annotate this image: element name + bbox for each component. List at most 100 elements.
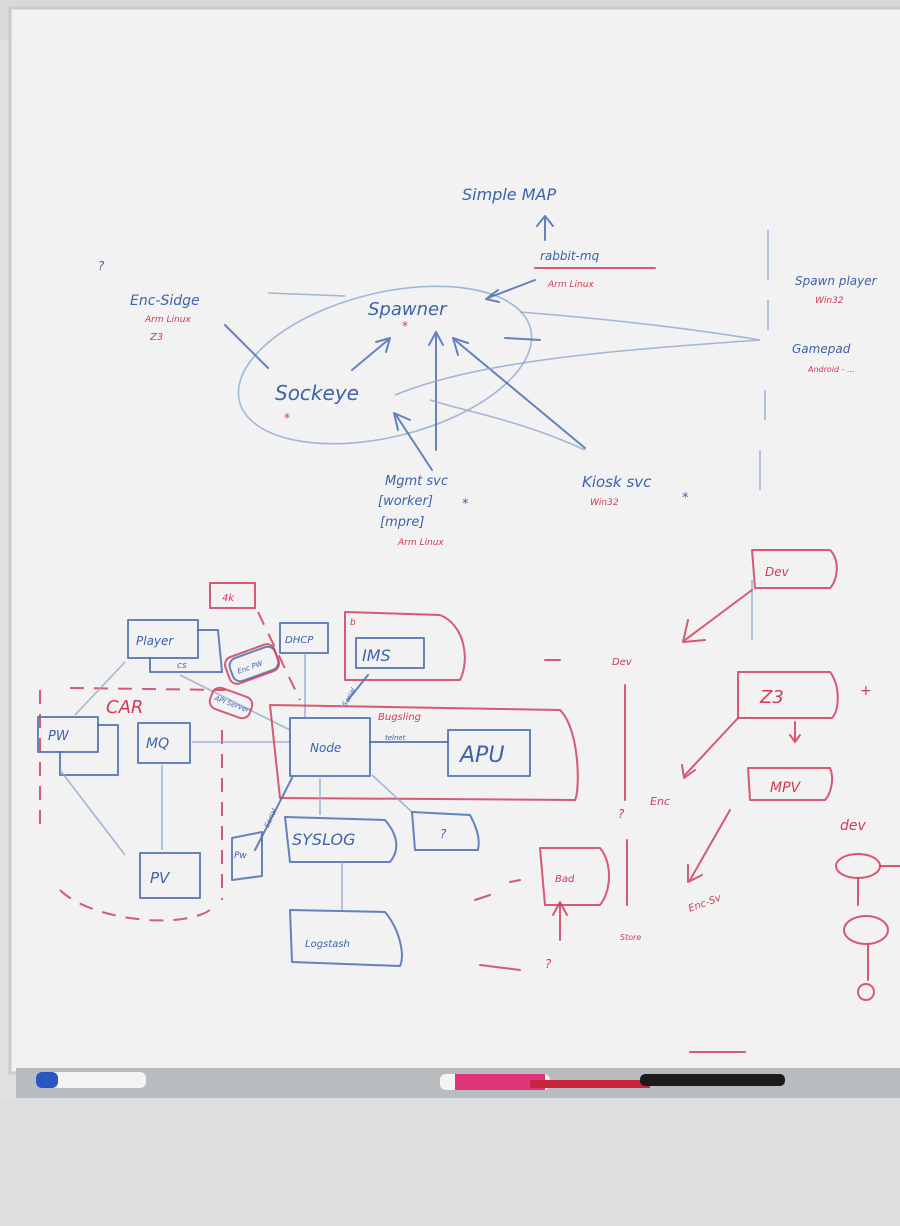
dhcp-box — [279, 622, 329, 654]
marker-stroke — [208, 686, 254, 720]
logstash-label: Logstash — [305, 939, 350, 950]
bad-box — [539, 847, 610, 906]
sockeye-group-outline — [237, 285, 533, 445]
blue-marker[interactable] — [36, 1072, 146, 1088]
ims-tag-label: b — [350, 618, 356, 628]
marker-stroke — [394, 339, 761, 396]
red-marker[interactable] — [440, 1074, 650, 1090]
marker-stroke — [36, 1072, 146, 1088]
arrow-icon — [452, 337, 586, 449]
plus-sign: + — [860, 683, 872, 699]
mgmt-os-label: Arm Linux — [397, 538, 444, 548]
mpre-label: [mpre] — [380, 515, 424, 530]
marker-stroke — [640, 1074, 785, 1086]
star-icon: * — [284, 411, 290, 425]
car-label: CAR — [106, 697, 143, 718]
spawner-label: Spawner — [368, 299, 448, 320]
star-icon: * — [402, 319, 408, 333]
marker-stroke — [209, 582, 256, 609]
right-diagram: Dev Dev ? Store Z3 + Enc MPV Enc-Sv dev … — [474, 549, 900, 1053]
marker-stroke — [530, 1080, 650, 1088]
black-marker[interactable] — [640, 1074, 785, 1086]
enc-z3-label: Z3 — [149, 332, 163, 343]
arrow-icon — [682, 589, 753, 643]
spawn-player-label: Spawn player — [795, 274, 878, 288]
worker-label: [worker] — [378, 494, 433, 509]
top-diagram: Simple MAP rabbit-mq Arm Linux Spawner *… — [98, 185, 878, 640]
dhcp-label: DHCP — [285, 635, 314, 646]
node-label: Node — [310, 741, 341, 755]
simple-map-label: Simple MAP — [462, 185, 556, 204]
star-icon: * — [462, 497, 469, 512]
marker-stroke — [0, 1098, 900, 1226]
arrow-icon — [393, 412, 433, 471]
tag-4k-label: 4k — [222, 593, 235, 604]
marker-stroke — [267, 292, 346, 297]
apu-label: APU — [458, 743, 504, 768]
spawn-os-label: Win32 — [815, 296, 844, 306]
marker-stroke — [455, 1074, 545, 1090]
dev-arrow-label: Dev — [612, 657, 633, 668]
marker-stroke — [857, 983, 875, 1001]
pw-small-box — [231, 831, 263, 881]
enc-label: Enc — [650, 795, 670, 808]
ims-box — [355, 637, 425, 669]
marker-stroke — [36, 1072, 58, 1088]
question-mark: ? — [98, 259, 105, 273]
marker-stroke — [224, 643, 280, 685]
arrow-icon — [428, 331, 444, 451]
marker-stroke — [504, 337, 541, 341]
arrow-icon — [351, 337, 391, 371]
marker-stroke — [149, 629, 223, 673]
logstash-box — [289, 909, 403, 967]
vertical-line — [624, 684, 628, 906]
marker-stroke — [474, 659, 561, 971]
pv-label: PV — [150, 869, 171, 887]
enc-sidge-label: Enc-Sidge — [130, 293, 200, 309]
player-box — [127, 619, 199, 659]
board-surface — [8, 6, 900, 1075]
node-box — [289, 717, 371, 777]
enc-os-label: Arm Linux — [144, 315, 191, 325]
arrow-icon — [681, 717, 739, 779]
marker-stroke — [39, 687, 226, 922]
question-mark: ? — [545, 957, 552, 971]
question-mark: ? — [618, 807, 625, 821]
mpv-label: MPV — [770, 780, 802, 796]
player-label: Player — [136, 634, 174, 648]
kiosk-svc-label: Kiosk svc — [582, 473, 652, 491]
z3-label: Z3 — [759, 687, 784, 708]
marker-stroke — [224, 324, 269, 369]
pw-small-label: Pw — [234, 851, 247, 861]
unknown-label: ? — [440, 827, 447, 841]
pw-box — [37, 716, 99, 753]
dev-label: dev — [840, 818, 867, 834]
bugsling-group-outline — [269, 704, 579, 801]
ims-group-outline — [344, 611, 466, 681]
z3-box — [737, 671, 839, 719]
arrow-icon — [485, 279, 536, 303]
gamepad-os-label: Android - ... — [807, 365, 855, 374]
kiosk-os-label: Win32 — [590, 498, 619, 508]
marker-stroke — [74, 661, 126, 716]
unknown-box — [411, 811, 480, 851]
telnet-label: telnet — [385, 734, 406, 742]
marker-stroke — [347, 674, 369, 701]
marker-stroke — [59, 769, 126, 856]
arrow-icon — [536, 215, 554, 241]
syslog-label: SYSLOG — [292, 830, 356, 849]
bottom-diagram: 4k CAR Player cs PW MQ PV DHCP b IMS Bug… — [37, 582, 579, 967]
ims-label: IMS — [362, 646, 391, 665]
marker-stroke — [59, 724, 119, 776]
syslog-box — [284, 816, 398, 863]
player-sub-label: cs — [177, 661, 187, 671]
arrow-icon — [789, 721, 801, 743]
bottom-note-label: Store — [620, 933, 641, 942]
apu-box — [447, 729, 531, 777]
divider-line — [751, 230, 769, 640]
bad-label: Bad — [555, 874, 575, 885]
mq-box — [137, 722, 191, 764]
marker-stroke — [371, 774, 413, 813]
